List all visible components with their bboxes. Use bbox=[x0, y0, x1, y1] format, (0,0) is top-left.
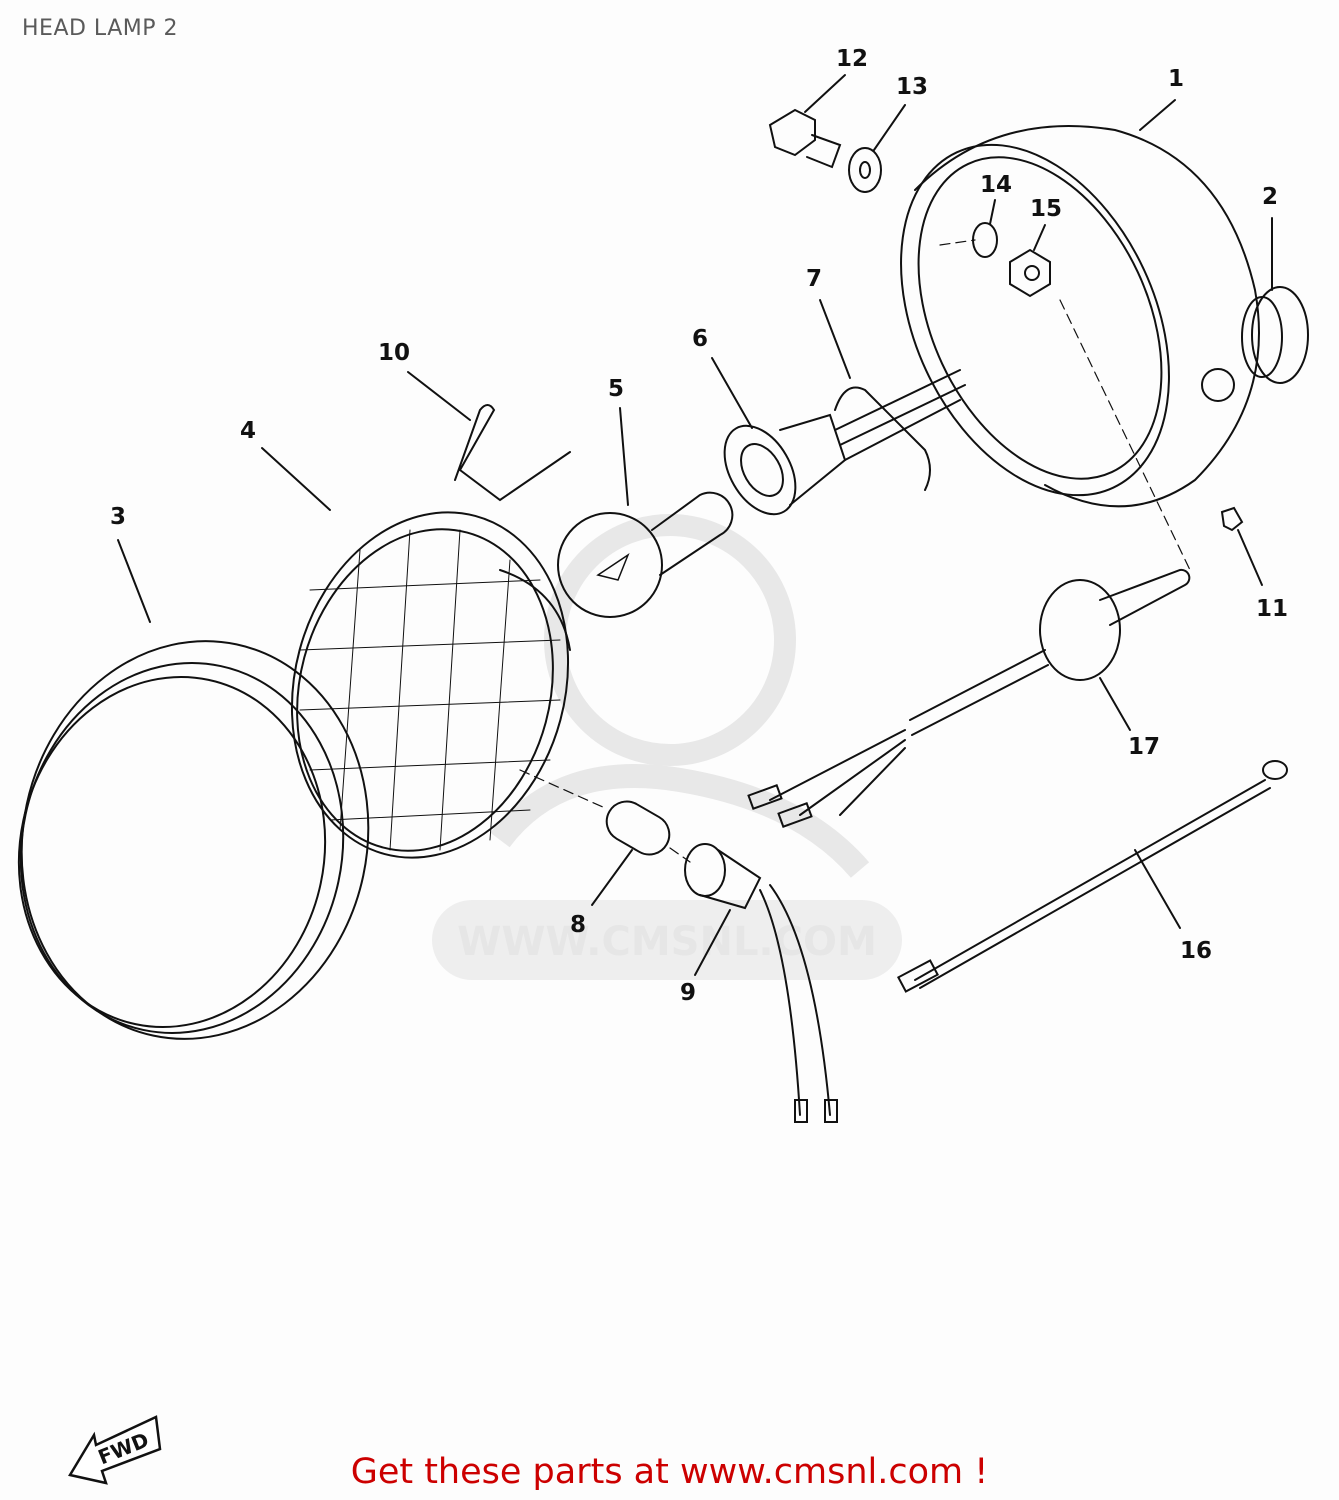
callout-3[interactable]: 3 bbox=[110, 504, 126, 530]
promo-link[interactable]: Get these parts at www.cmsnl.com ! bbox=[350, 1452, 989, 1492]
callout-13[interactable]: 13 bbox=[896, 74, 928, 100]
callout-1[interactable]: 1 bbox=[1168, 66, 1184, 92]
callout-12[interactable]: 12 bbox=[836, 46, 868, 72]
callout-16[interactable]: 16 bbox=[1180, 938, 1212, 964]
part-13-washer[interactable] bbox=[848, 104, 906, 193]
assembly-guide-lines bbox=[519, 239, 1191, 863]
callout-5[interactable]: 5 bbox=[608, 376, 624, 402]
part-10-wire-clip[interactable] bbox=[407, 371, 571, 502]
callout-9[interactable]: 9 bbox=[680, 980, 696, 1006]
callout-10[interactable]: 10 bbox=[378, 340, 410, 366]
callout-8[interactable]: 8 bbox=[570, 912, 586, 938]
part-15-nut[interactable] bbox=[1009, 224, 1051, 298]
part-9-socket-wires[interactable] bbox=[684, 843, 838, 1123]
callout-4[interactable]: 4 bbox=[240, 418, 256, 444]
part-4-lens-unit[interactable] bbox=[254, 447, 605, 889]
callout-2[interactable]: 2 bbox=[1262, 184, 1278, 210]
part-17-socket-cord[interactable] bbox=[747, 568, 1191, 828]
part-6-socket[interactable] bbox=[710, 357, 966, 527]
part-7-spring-clip[interactable] bbox=[819, 299, 931, 491]
callout-labels: 1 2 3 4 5 6 7 8 9 10 11 12 13 14 15 16 1… bbox=[110, 46, 1288, 1006]
part-14-lock-washer[interactable] bbox=[972, 199, 998, 258]
part-8-bulb[interactable] bbox=[591, 794, 677, 906]
part-12-bolt[interactable] bbox=[768, 74, 846, 169]
fwd-arrow-icon: FWD bbox=[68, 1415, 162, 1485]
part-1-headlight-case[interactable] bbox=[848, 99, 1260, 538]
part-5-bulb[interactable] bbox=[557, 407, 734, 618]
callout-11[interactable]: 11 bbox=[1256, 596, 1288, 622]
callout-17[interactable]: 17 bbox=[1128, 734, 1160, 760]
part-11-screw[interactable] bbox=[1220, 506, 1263, 586]
part-16-lead-wire[interactable] bbox=[896, 760, 1288, 993]
callout-7[interactable]: 7 bbox=[806, 266, 822, 292]
callout-14[interactable]: 14 bbox=[980, 172, 1012, 198]
callout-15[interactable]: 15 bbox=[1030, 196, 1062, 222]
watermark-text: WWW.CMSNL.COM bbox=[457, 919, 877, 965]
watermark: WWW.CMSNL.COM bbox=[432, 514, 902, 980]
part-3-rim[interactable] bbox=[0, 539, 405, 1071]
page-title: HEAD LAMP 2 bbox=[22, 16, 178, 41]
callout-6[interactable]: 6 bbox=[692, 326, 708, 352]
part-2-grommet[interactable] bbox=[1241, 217, 1309, 384]
